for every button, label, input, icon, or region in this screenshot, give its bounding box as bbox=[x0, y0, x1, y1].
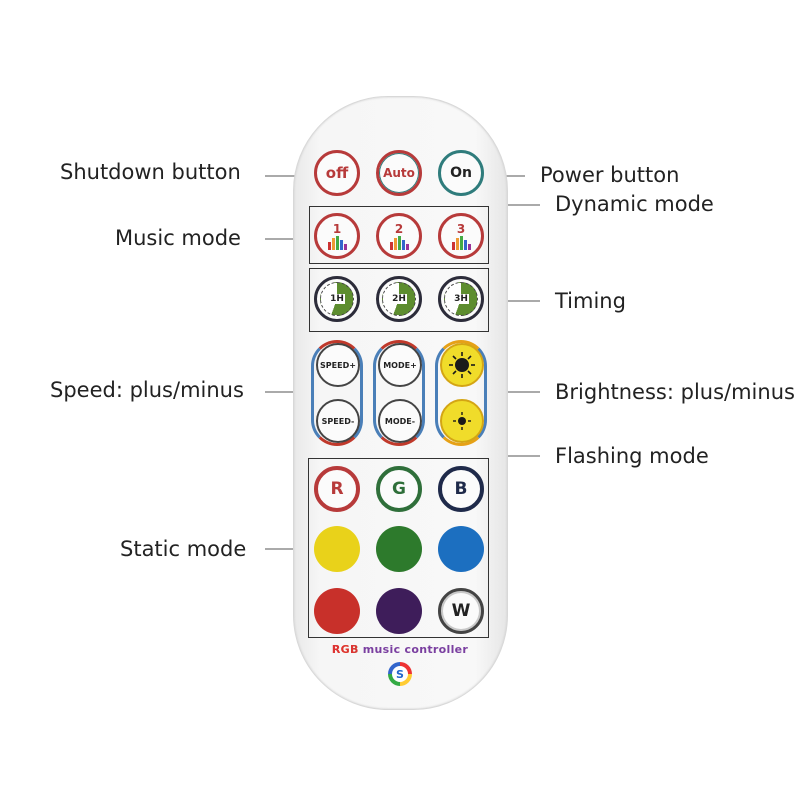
music-mode-2-number: 2 bbox=[394, 221, 404, 236]
power-label: Power button bbox=[540, 163, 680, 187]
brightness-plus-button[interactable] bbox=[440, 343, 484, 387]
white-w-label: W bbox=[451, 601, 471, 621]
brand-logo-icon: S bbox=[388, 662, 412, 686]
yellow-color-button[interactable] bbox=[314, 526, 360, 572]
static-mode-group bbox=[308, 458, 489, 638]
brand-text: RGB music controller bbox=[320, 643, 480, 656]
timing-group bbox=[309, 268, 489, 332]
green-color-button[interactable] bbox=[376, 526, 422, 572]
brightness-label: Brightness: plus/minus bbox=[555, 380, 795, 404]
timer-1h-label: 1H bbox=[329, 294, 345, 304]
red-r-label: R bbox=[330, 479, 344, 499]
brand-rest: music controller bbox=[358, 643, 469, 656]
off-button[interactable]: off bbox=[314, 150, 360, 196]
speed-pill: SPEED+ SPEED- bbox=[311, 340, 363, 446]
dynamic-label: Dynamic mode bbox=[555, 192, 714, 216]
brand-logo-letter: S bbox=[392, 666, 408, 682]
mode-minus-label: MODE- bbox=[384, 416, 416, 426]
equalizer-icon bbox=[327, 235, 347, 250]
on-button-label: On bbox=[450, 165, 472, 181]
speed-plus-label: SPEED+ bbox=[320, 360, 356, 370]
red-color-button[interactable] bbox=[314, 588, 360, 634]
speed-minus-button[interactable]: SPEED- bbox=[316, 399, 360, 443]
mode-plus-button[interactable]: MODE+ bbox=[378, 343, 422, 387]
brand-rgb: RGB bbox=[331, 643, 359, 656]
brightness-pill bbox=[435, 340, 487, 446]
purple-color-button[interactable] bbox=[376, 588, 422, 634]
white-w-button[interactable]: W bbox=[438, 588, 484, 634]
off-button-label: off bbox=[325, 164, 349, 182]
speed-plus-button[interactable]: SPEED+ bbox=[316, 343, 360, 387]
shutdown-label: Shutdown button bbox=[60, 160, 241, 184]
speed-label: Speed: plus/minus bbox=[50, 378, 244, 402]
blue-color-button[interactable] bbox=[438, 526, 484, 572]
static-label: Static mode bbox=[120, 537, 247, 561]
blue-b-button[interactable]: B bbox=[438, 466, 484, 512]
timer-icon: 2H bbox=[382, 282, 416, 316]
music-mode-3-number: 3 bbox=[456, 221, 466, 236]
timer-2h-button[interactable]: 2H bbox=[376, 276, 422, 322]
timer-icon: 3H bbox=[444, 282, 478, 316]
mode-minus-button[interactable]: MODE- bbox=[378, 399, 422, 443]
music-mode-1-button[interactable]: 1 bbox=[314, 213, 360, 259]
mode-plus-label: MODE+ bbox=[383, 360, 417, 370]
blue-b-label: B bbox=[454, 479, 468, 499]
auto-button[interactable]: Auto bbox=[376, 150, 422, 196]
brightness-minus-button[interactable] bbox=[440, 399, 484, 443]
timing-label: Timing bbox=[555, 289, 626, 313]
green-g-button[interactable]: G bbox=[376, 466, 422, 512]
timer-3h-label: 3H bbox=[453, 294, 469, 304]
timer-3h-button[interactable]: 3H bbox=[438, 276, 484, 322]
auto-button-label: Auto bbox=[383, 166, 415, 180]
on-button[interactable]: On bbox=[438, 150, 484, 196]
flashing-label: Flashing mode bbox=[555, 444, 709, 468]
equalizer-icon bbox=[451, 235, 471, 250]
red-r-button[interactable]: R bbox=[314, 466, 360, 512]
sun-small-icon bbox=[453, 412, 471, 430]
equalizer-icon bbox=[389, 235, 409, 250]
green-g-label: G bbox=[392, 479, 406, 499]
music-mode-group bbox=[309, 206, 489, 264]
music-mode-2-button[interactable]: 2 bbox=[376, 213, 422, 259]
mode-pill: MODE+ MODE- bbox=[373, 340, 425, 446]
timer-1h-button[interactable]: 1H bbox=[314, 276, 360, 322]
speed-minus-label: SPEED- bbox=[321, 416, 355, 426]
timer-icon: 1H bbox=[320, 282, 354, 316]
music-mode-1-number: 1 bbox=[332, 221, 342, 236]
music-label: Music mode bbox=[115, 226, 241, 250]
music-mode-3-button[interactable]: 3 bbox=[438, 213, 484, 259]
sun-large-icon bbox=[449, 352, 475, 378]
timer-2h-label: 2H bbox=[391, 294, 407, 304]
